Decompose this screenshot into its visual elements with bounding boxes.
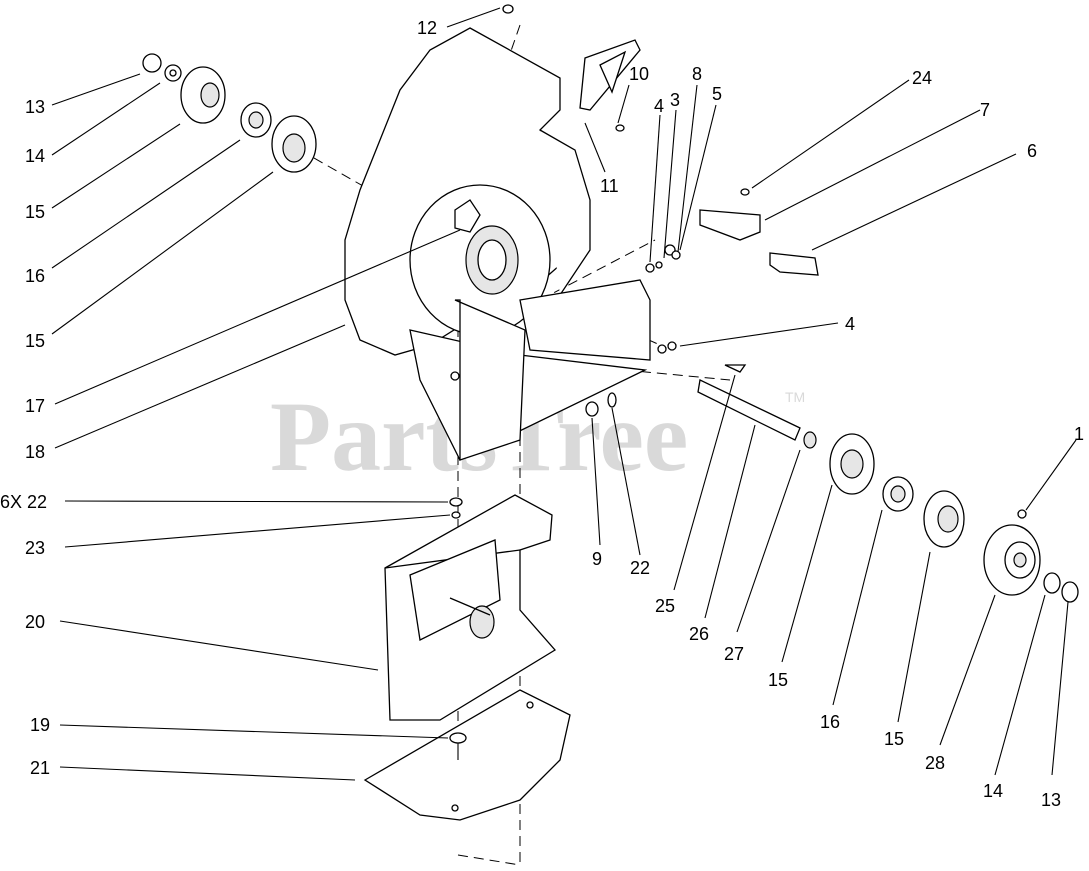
chute-adapter: [384, 494, 556, 721]
callout-labels: 12 10 8 4 3 5 24 7 6 11 13 14 15 16 15 1…: [0, 18, 1084, 810]
callout-10: 10: [629, 64, 649, 84]
callout-25: 25: [655, 596, 675, 616]
callout-8: 8: [692, 64, 702, 84]
blower-housing: [344, 27, 651, 461]
callout-1: 1: [1074, 424, 1084, 444]
callout-4: 4: [845, 314, 855, 334]
screw-12: [502, 4, 514, 14]
small-hardware: [645, 244, 681, 354]
callout-16: 16: [25, 266, 45, 286]
bolt-19: [449, 732, 467, 760]
deflector: [363, 689, 571, 821]
callout-13: 13: [25, 97, 45, 117]
washer-22-23: [449, 497, 463, 519]
watermark-trademark: TM: [785, 389, 805, 405]
left-bearing-stack: [142, 53, 317, 173]
leader-lines: [51, 7, 1077, 781]
callout-17: 17: [25, 396, 45, 416]
callout-15: 15: [768, 670, 788, 690]
shaft-assembly: [697, 364, 817, 449]
callout-22: 22: [630, 558, 650, 578]
bracket-7: [699, 209, 761, 241]
callout-19: 19: [30, 715, 50, 735]
callout-4: 4: [654, 96, 664, 116]
callout-28: 28: [925, 753, 945, 773]
callout-13: 13: [1041, 790, 1061, 810]
cover-plate-11: [579, 39, 641, 111]
callout-11: 11: [600, 176, 619, 196]
callout-9: 9: [592, 549, 602, 569]
callout-15: 15: [25, 202, 45, 222]
callout-20: 20: [25, 612, 45, 632]
callout-21: 21: [30, 758, 50, 778]
callout-6x22: 6X 22: [0, 492, 47, 512]
nut-9-washer-22: [585, 392, 617, 417]
callout-23: 23: [25, 538, 45, 558]
callout-12: 12: [417, 18, 437, 38]
callout-14: 14: [983, 781, 1003, 801]
callout-5: 5: [712, 84, 722, 104]
callout-7: 7: [980, 100, 990, 120]
screw-24: [740, 188, 750, 196]
callout-24: 24: [912, 68, 932, 88]
callout-27: 27: [724, 644, 744, 664]
callout-6: 6: [1027, 141, 1037, 161]
callout-26: 26: [689, 624, 709, 644]
callout-15: 15: [884, 729, 904, 749]
callout-16: 16: [820, 712, 840, 732]
callout-3: 3: [670, 90, 680, 110]
screw-10: [615, 124, 625, 132]
callout-18: 18: [25, 442, 45, 462]
bracket-6: [769, 252, 819, 276]
right-bearing-stack: [829, 433, 1079, 603]
callout-14: 14: [25, 146, 45, 166]
callout-15: 15: [25, 331, 45, 351]
